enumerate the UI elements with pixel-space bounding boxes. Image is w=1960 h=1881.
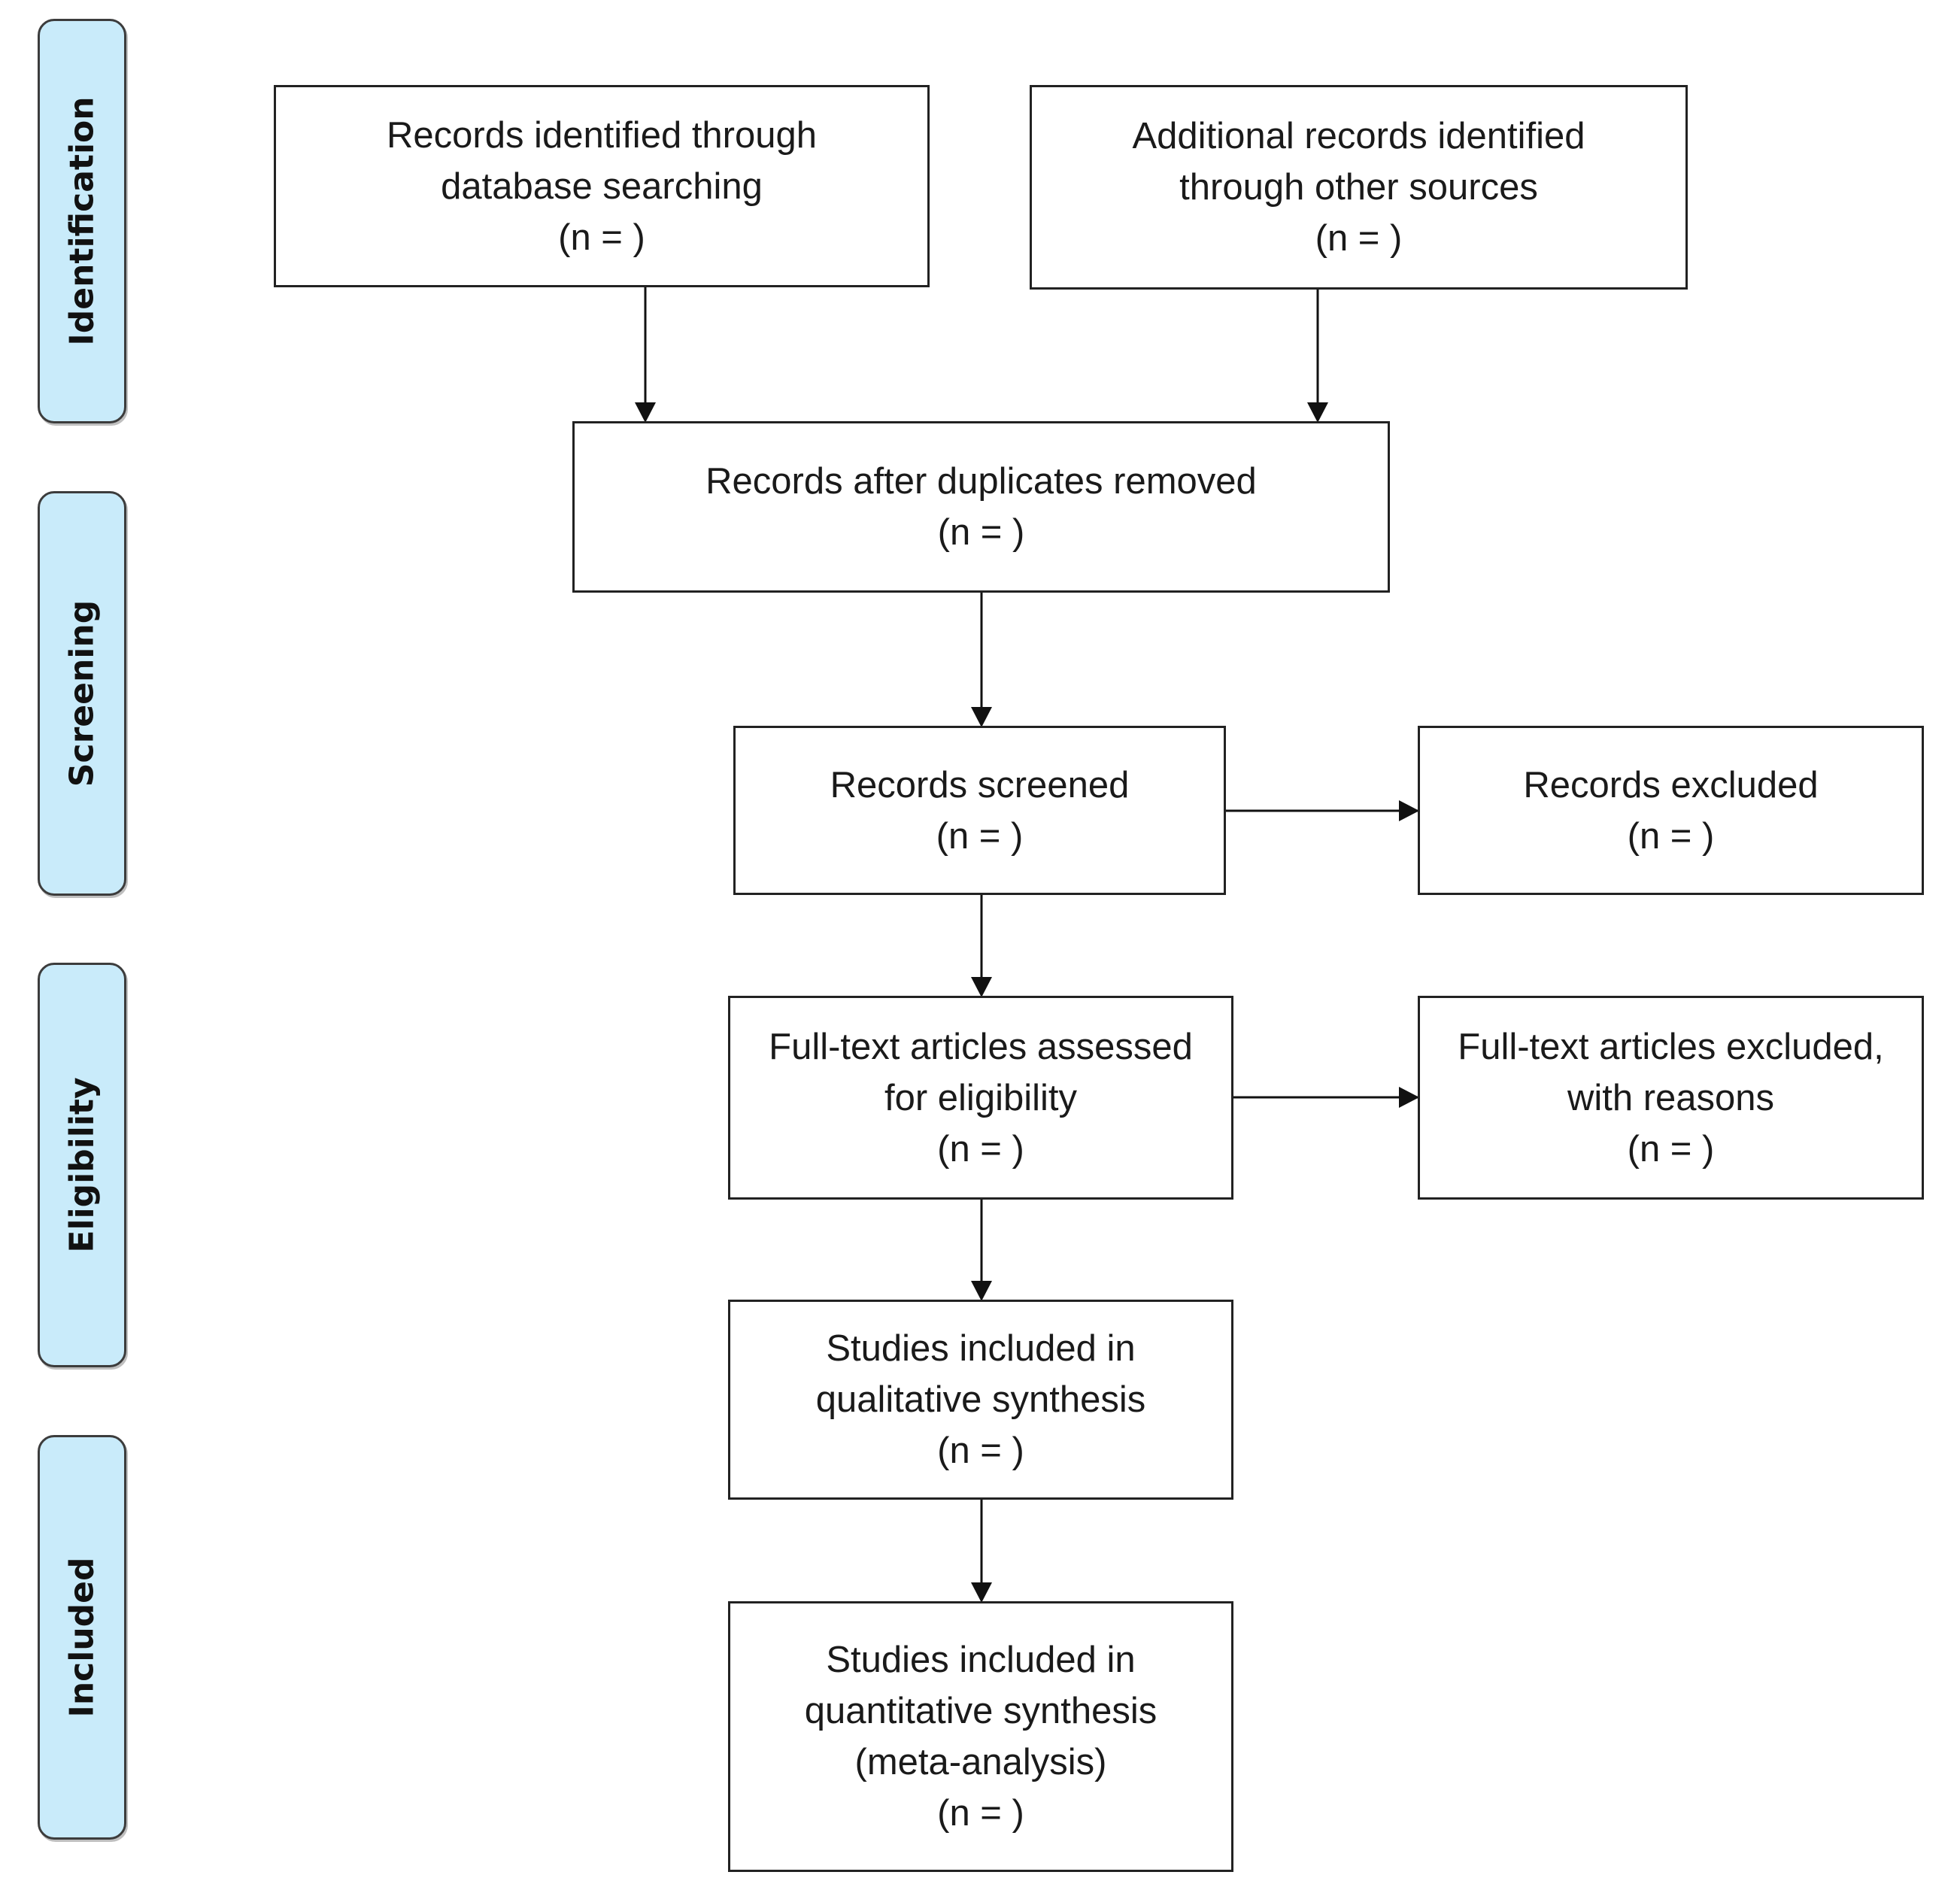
box-line: Additional records identified [1132, 116, 1585, 156]
box-line: Studies included in [826, 1640, 1136, 1680]
box-count: (n = ) [937, 1793, 1024, 1834]
box-line: database searching [441, 165, 763, 207]
box-line: with reasons [1567, 1077, 1775, 1118]
box-after-duplicates: Records after duplicates removed (n = ) [572, 421, 1390, 593]
stage-screening: Screening [38, 491, 126, 896]
box-line: for eligibility [884, 1077, 1077, 1118]
box-line: quantitative synthesis [804, 1691, 1157, 1731]
arrowhead-fulltext-to-excluded [1399, 1087, 1419, 1108]
arrowhead-dedup-to-screened [971, 707, 992, 727]
arrowhead-screened-to-fulltext [971, 977, 992, 997]
box-line: Full-text articles excluded, [1458, 1026, 1884, 1067]
box-line: Records identified through [386, 114, 818, 156]
box-count: (n = ) [1627, 815, 1715, 857]
box-quantitative-synthesis: Studies included in quantitative synthes… [728, 1601, 1233, 1872]
arrowhead-screened-to-excluded [1399, 800, 1419, 821]
arrowhead-fulltext-to-qualitative [971, 1281, 992, 1301]
box-line: Records excluded [1523, 764, 1819, 805]
box-line: Records after duplicates removed [705, 461, 1257, 502]
box-additional-records: Additional records identified through ot… [1030, 85, 1688, 290]
box-count: (n = ) [936, 815, 1024, 857]
arrowhead-qualitative-to-quantitative [971, 1582, 992, 1603]
box-fulltext-excluded: Full-text articles excluded, with reason… [1418, 996, 1924, 1200]
arrowhead-identified-to-dedup [635, 402, 656, 423]
box-line: Full-text articles assessed [769, 1026, 1193, 1067]
box-line: (meta-analysis) [854, 1742, 1107, 1782]
box-records-identified: Records identified through database sear… [274, 85, 930, 287]
box-count: (n = ) [558, 217, 645, 258]
box-line: Studies included in [826, 1328, 1136, 1369]
box-line: qualitative synthesis [815, 1379, 1146, 1420]
stage-identification: Identification [38, 19, 126, 423]
box-count: (n = ) [937, 1430, 1024, 1471]
stage-eligibility: Eligibility [38, 963, 126, 1367]
box-line: through other sources [1179, 167, 1538, 208]
box-fulltext-assessed: Full-text articles assessed for eligibil… [728, 996, 1233, 1200]
box-count: (n = ) [937, 512, 1025, 553]
box-qualitative-synthesis: Studies included in qualitative synthesi… [728, 1300, 1233, 1500]
box-line: Records screened [830, 764, 1130, 805]
box-records-excluded: Records excluded (n = ) [1418, 726, 1924, 895]
box-count: (n = ) [937, 1128, 1024, 1170]
stage-included: Included [38, 1435, 126, 1840]
arrowhead-additional-to-dedup [1307, 402, 1328, 423]
box-count: (n = ) [1627, 1128, 1715, 1170]
box-count: (n = ) [1315, 218, 1403, 259]
box-records-screened: Records screened (n = ) [733, 726, 1226, 895]
